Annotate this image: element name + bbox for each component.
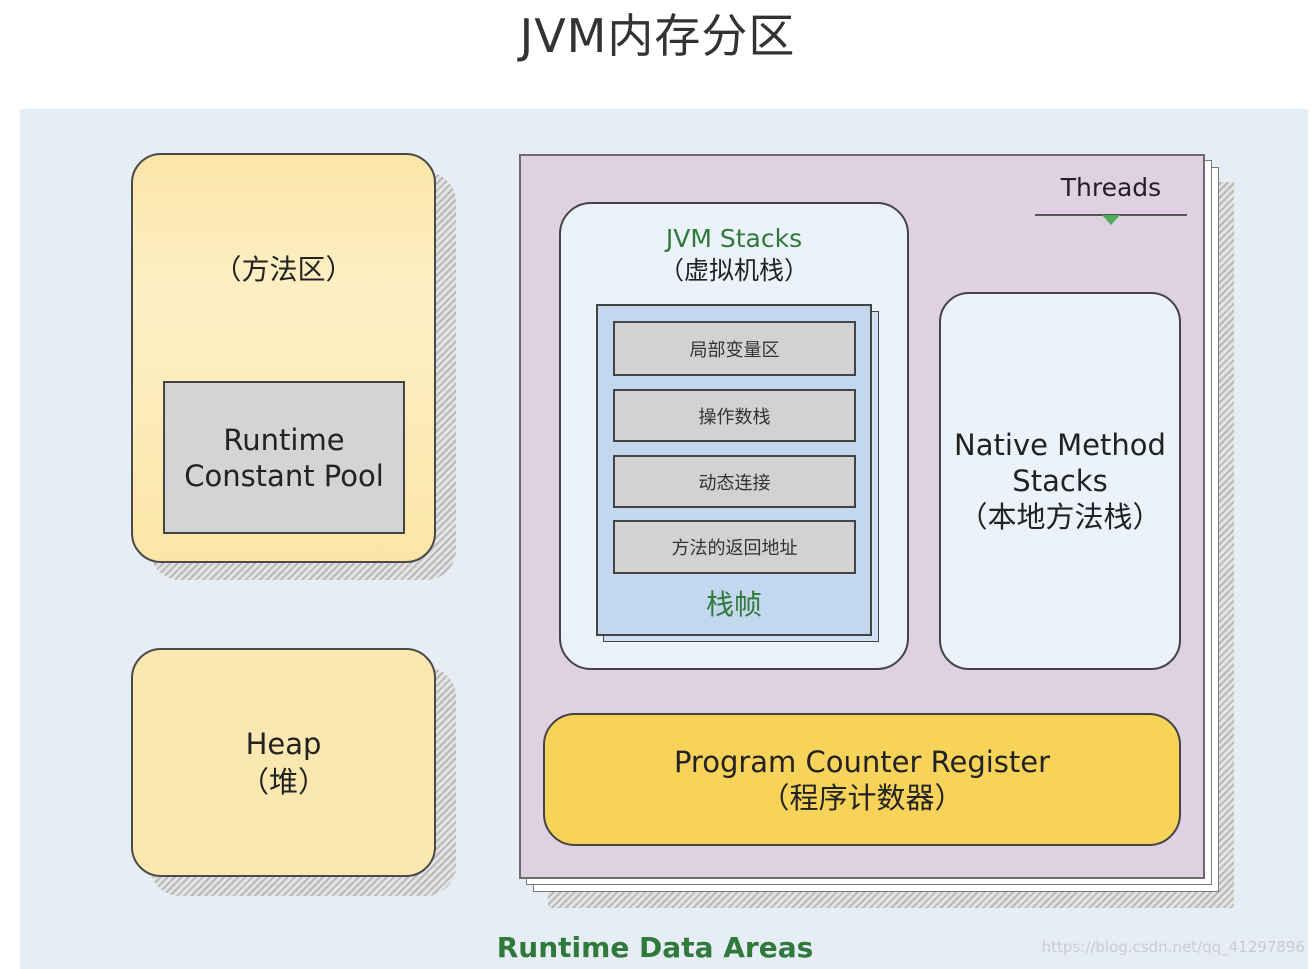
native-label-line1: Native Method (954, 428, 1166, 462)
native-method-stacks-box: Native Method Stacks （本地方法栈） (939, 292, 1181, 670)
threads-label: Threads (1060, 173, 1162, 202)
heap-box: Heap （堆） (131, 648, 436, 877)
operand-stack-slot: 操作数栈 (613, 389, 856, 442)
watermark: https://blog.csdn.net/qq_41297896 (1041, 938, 1305, 956)
jvm-stacks-label-line2: （虚拟机栈） (658, 256, 809, 285)
dynamic-linking-slot: 动态连接 (613, 455, 856, 508)
runtime-constant-pool-box: Runtime Constant Pool (163, 381, 405, 534)
pc-label-line2: （程序计数器） (760, 780, 964, 815)
heap-label-line2: （堆） (239, 764, 327, 799)
method-area-label: （方法区） (213, 253, 354, 286)
page-title: JVM内存分区 (519, 9, 796, 63)
constant-pool-label-line1: Runtime (223, 422, 345, 457)
stack-frame-label: 栈帧 (705, 588, 762, 621)
threads-pointer-icon (1102, 215, 1120, 225)
program-counter-register-box: Program Counter Register （程序计数器） (543, 713, 1181, 846)
runtime-data-areas-caption: Runtime Data Areas (496, 931, 814, 964)
native-label-line3: （本地方法栈） (958, 500, 1162, 534)
native-label-line2: Stacks (1012, 464, 1108, 498)
return-address-slot: 方法的返回地址 (613, 520, 856, 574)
heap-label-line1: Heap (245, 726, 322, 761)
pc-label-line1: Program Counter Register (673, 744, 1051, 779)
constant-pool-label-line2: Constant Pool (184, 458, 384, 493)
local-variables-slot: 局部变量区 (613, 321, 856, 376)
jvm-stacks-label-line1: JVM Stacks (665, 224, 803, 253)
